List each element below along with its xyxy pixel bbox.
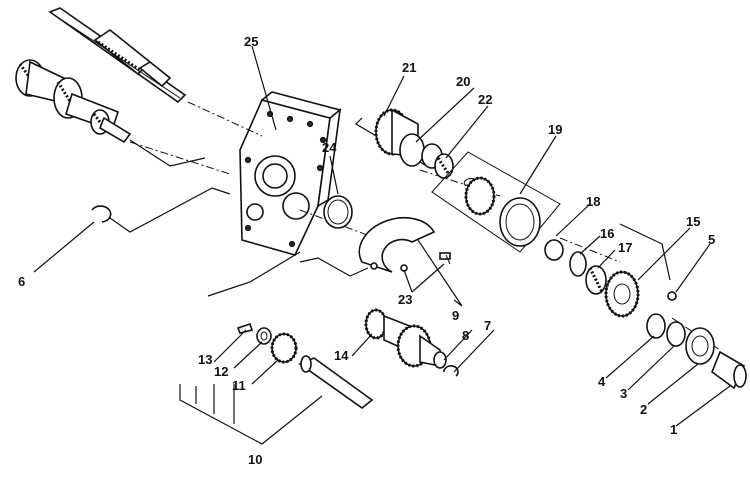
callout-24: 24 (322, 140, 337, 155)
callout-10: 10 (248, 452, 262, 467)
callout-19: 19 (548, 122, 562, 137)
callout-4: 4 (598, 374, 606, 389)
callout-leaders (33, 45, 731, 445)
callout-5: 5 (708, 232, 715, 247)
callout-2: 2 (640, 402, 647, 417)
callout-13: 13 (198, 352, 212, 367)
transmission-case (239, 91, 342, 256)
callout-6: 6 (18, 274, 25, 289)
retaining-ring-24 (323, 195, 353, 229)
bearings-and-sleeve (646, 313, 747, 390)
callout-16: 16 (600, 226, 614, 241)
callout-9: 9 (452, 308, 459, 323)
snap-ring-6 (91, 205, 112, 223)
gear-group-21-20-22 (374, 108, 454, 179)
lock-plate-23 (358, 216, 451, 273)
callout-18: 18 (586, 194, 600, 209)
gear-stack-18-16-17-15 (544, 239, 677, 318)
gear-assembly-center (364, 308, 459, 377)
callout-labels: 25 21 20 22 19 24 18 16 17 15 5 6 23 9 8… (18, 34, 715, 467)
synchronizer-assembly-19 (431, 151, 561, 253)
callout-22: 22 (478, 92, 492, 107)
callout-12: 12 (214, 364, 228, 379)
callout-3: 3 (620, 386, 627, 401)
callout-11: 11 (232, 378, 246, 393)
callout-20: 20 (456, 74, 470, 89)
grouping-leaders (109, 117, 671, 307)
callout-25: 25 (244, 34, 258, 49)
callout-14: 14 (334, 348, 349, 363)
callout-7: 7 (484, 318, 491, 333)
callout-8: 8 (462, 328, 469, 343)
callout-21: 21 (402, 60, 416, 75)
callout-15: 15 (686, 214, 700, 229)
main-shaft (48, 7, 187, 104)
counter-shaft-cluster-gear (15, 59, 132, 144)
small-parts-lower-left (236, 322, 374, 410)
callout-17: 17 (618, 240, 632, 255)
callout-23: 23 (398, 292, 412, 307)
callout-1: 1 (670, 422, 677, 437)
